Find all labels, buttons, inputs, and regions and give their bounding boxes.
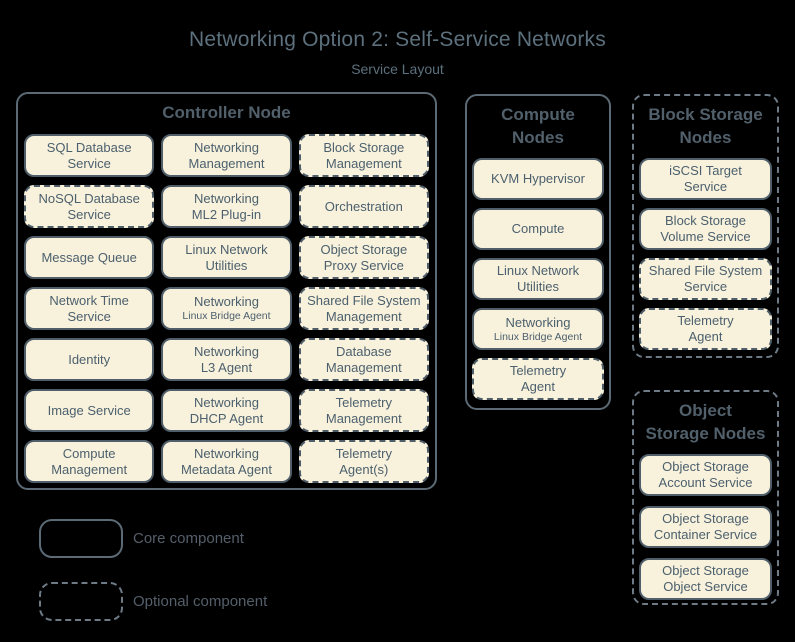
- service-label: NoSQL Database Service: [38, 190, 140, 222]
- service-label: Networking Metadata Agent: [180, 445, 273, 477]
- block-storage-nodes-container: Block Storage Nodes iSCSI Target Service…: [632, 94, 779, 358]
- service-label: Networking: [505, 314, 571, 330]
- service-telemetry-agent: Telemetry Agent: [639, 308, 772, 350]
- service-label: Linux Network Utilities: [185, 241, 268, 273]
- service-identity: Identity: [24, 338, 155, 381]
- service-label: Networking: [193, 294, 259, 309]
- service-nosql-database-service: NoSQL Database Service: [24, 185, 155, 228]
- service-label: Image Service: [47, 402, 131, 418]
- service-label: Linux Network Utilities: [496, 263, 580, 294]
- service-networking-l3-agent: Networking L3 Agent: [161, 338, 292, 381]
- service-object-storage-account-service: Object Storage Account Service: [639, 454, 772, 496]
- service-label: SQL Database Service: [46, 139, 132, 171]
- service-label: Compute Management: [51, 445, 128, 477]
- service-database-management: Database Management: [298, 338, 429, 381]
- service-networking-management: Networking Management: [161, 134, 292, 177]
- service-label: Telemetry Agent: [677, 313, 734, 344]
- service-telemetry-agent-s: Telemetry Agent(s): [298, 440, 429, 483]
- service-label: Object Storage Proxy Service: [320, 241, 408, 273]
- service-label: Identity: [68, 351, 111, 367]
- service-label: Telemetry Agent: [509, 363, 567, 394]
- service-compute: Compute: [472, 208, 604, 250]
- service-label: Shared File System Service: [648, 263, 763, 294]
- service-linux-network-utilities: Linux Network Utilities: [161, 236, 292, 279]
- diagram-subtitle: Service Layout: [351, 61, 444, 77]
- core-component-swatch: [39, 519, 123, 558]
- core-component-label: Core component: [133, 530, 244, 547]
- service-label: Message Queue: [41, 249, 137, 265]
- service-telemetry-agent: Telemetry Agent: [472, 358, 604, 400]
- service-kvm-hypervisor: KVM Hypervisor: [472, 158, 604, 200]
- service-networking-metadata-agent: Networking Metadata Agent: [161, 440, 292, 483]
- service-message-queue: Message Queue: [24, 236, 155, 279]
- service-networking-ml2-plug-in: Networking ML2 Plug-in: [161, 185, 292, 228]
- service-linux-network-utilities: Linux Network Utilities: [472, 258, 604, 300]
- service-label: Block Storage Management: [323, 139, 405, 171]
- service-sql-database-service: SQL Database Service: [24, 134, 155, 177]
- legend-optional-row: Optional component: [39, 582, 267, 621]
- controller-services-grid: SQL Database Service Networking Managemen…: [24, 134, 429, 483]
- service-shared-file-system-management: Shared File System Management: [298, 287, 429, 330]
- diagram-title: Networking Option 2: Self-Service Networ…: [189, 28, 606, 51]
- object-storage-nodes-container: Object Storage Nodes Object Storage Acco…: [632, 390, 779, 605]
- service-block-storage-management: Block Storage Management: [298, 134, 429, 177]
- object-storage-nodes-title: Object Storage Nodes: [645, 401, 766, 443]
- service-object-storage-container-service: Object Storage Container Service: [639, 506, 772, 548]
- service-label: Telemetry Agent(s): [335, 445, 392, 477]
- service-label: Compute: [511, 221, 565, 236]
- service-image-service: Image Service: [24, 389, 155, 432]
- service-block-storage-volume-service: Block Storage Volume Service: [639, 208, 772, 250]
- service-iscsi-target-service: iSCSI Target Service: [639, 158, 772, 200]
- block-storage-nodes-title: Block Storage Nodes: [648, 105, 763, 147]
- controller-node-title: Controller Node: [162, 103, 291, 122]
- service-label: Telemetry Management: [325, 394, 402, 426]
- service-label: Database Management: [325, 343, 402, 375]
- service-label: Object Storage Object Service: [662, 563, 749, 594]
- service-compute-management: Compute Management: [24, 440, 155, 483]
- service-sublabel: Linux Bridge Agent: [493, 330, 583, 343]
- service-label: Networking ML2 Plug-in: [191, 190, 262, 222]
- service-network-time-service: Network Time Service: [24, 287, 155, 330]
- service-label: KVM Hypervisor: [491, 171, 585, 186]
- service-object-storage-proxy-service: Object Storage Proxy Service: [298, 236, 429, 279]
- legend-core-row: Core component: [39, 519, 244, 558]
- service-label: Networking Management: [188, 139, 265, 171]
- service-label: Networking L3 Agent: [193, 343, 259, 375]
- service-label: Block Storage Volume Service: [660, 213, 751, 244]
- service-telemetry-management: Telemetry Management: [298, 389, 429, 432]
- service-orchestration: Orchestration: [298, 185, 429, 228]
- optional-component-swatch: [39, 582, 123, 621]
- compute-nodes-title: Compute Nodes: [501, 105, 575, 147]
- optional-component-label: Optional component: [133, 593, 268, 610]
- service-label: Object Storage Account Service: [658, 459, 753, 490]
- service-networking-dhcp-agent: Networking DHCP Agent: [161, 389, 292, 432]
- service-label: Shared File System Management: [307, 292, 421, 324]
- service-label: Networking DHCP Agent: [189, 394, 264, 426]
- service-shared-file-system-service: Shared File System Service: [639, 258, 772, 300]
- service-label: Object Storage Container Service: [653, 511, 758, 542]
- service-label: Orchestration: [324, 198, 403, 214]
- service-label: Network Time Service: [49, 292, 129, 324]
- service-sublabel: Linux Bridge Agent: [182, 310, 271, 322]
- service-label: iSCSI Target Service: [669, 163, 742, 194]
- service-object-storage-object-service: Object Storage Object Service: [639, 558, 772, 600]
